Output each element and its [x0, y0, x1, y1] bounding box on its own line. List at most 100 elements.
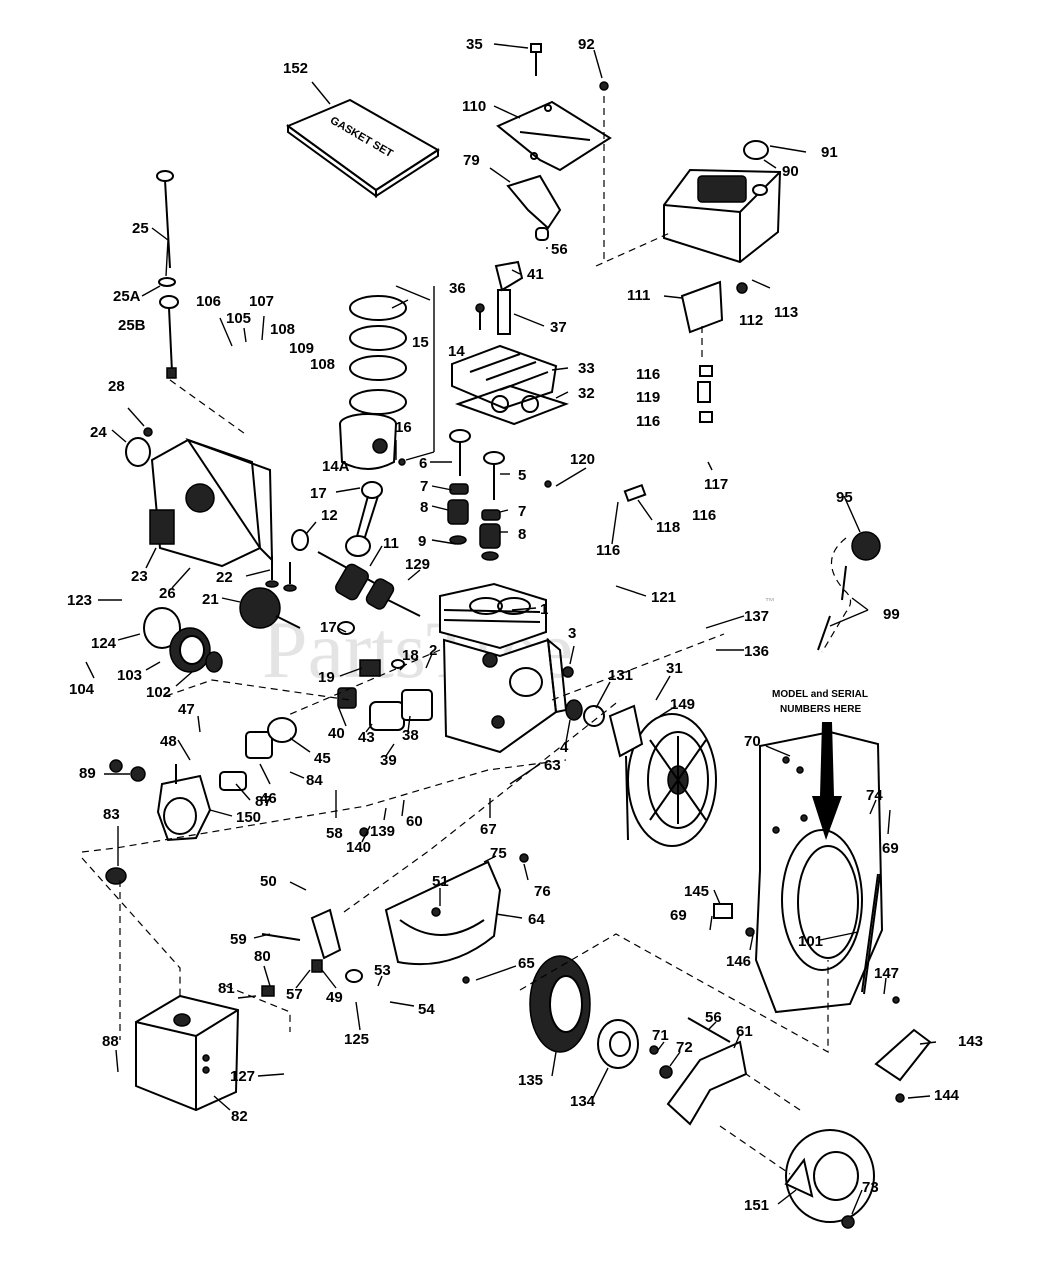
part-label: 95	[836, 489, 853, 506]
part-label: 82	[231, 1108, 248, 1125]
model-serial-note: MODEL and SERIAL NUMBERS HERE	[772, 689, 868, 840]
part-label: 25B	[118, 317, 146, 334]
carburetor-shape	[130, 764, 212, 842]
crankshaft-shape	[317, 551, 421, 617]
part-label: 32	[578, 385, 595, 402]
part-label: 84	[306, 772, 323, 789]
part-number-labels: 152 35 92 110 91 90 79 25 25A 56 41 106 …	[67, 36, 983, 1214]
part-label: 106	[196, 293, 221, 310]
model-serial-line-2: NUMBERS HERE	[780, 704, 861, 715]
part-label: 6	[419, 455, 427, 472]
part-label: 110	[462, 98, 486, 115]
part-label: 5	[518, 467, 526, 484]
part-label: 16	[395, 419, 412, 436]
head-gasket-shape	[454, 384, 570, 426]
part-label: 12	[321, 507, 338, 524]
part-label: 75	[490, 845, 507, 862]
part-label: 81	[218, 980, 235, 997]
part-label: 22	[216, 569, 233, 586]
part-label: 35	[466, 36, 483, 53]
part-label: 149	[670, 696, 695, 713]
cam-gear-shape	[239, 587, 301, 629]
part-label: 14	[448, 343, 465, 360]
spark-plug-shape	[494, 260, 524, 335]
part-label: 9	[418, 533, 426, 550]
part-label: 65	[518, 955, 535, 972]
part-label: 63	[544, 757, 561, 774]
part-label: 124	[91, 635, 117, 652]
starter-pulley-shape	[529, 955, 591, 1053]
part-label: 113	[774, 304, 798, 321]
part-label: 134	[570, 1093, 596, 1110]
part-label: 76	[534, 883, 551, 900]
part-label: 146	[726, 953, 751, 970]
governor-rods-shape	[861, 873, 881, 995]
part-label: 19	[318, 669, 335, 686]
part-label: 73	[862, 1179, 879, 1196]
part-label: 56	[551, 241, 568, 258]
part-label: 15	[412, 334, 429, 351]
bracket-79-shape	[506, 174, 562, 230]
watermark-trademark: ™	[765, 597, 775, 608]
part-label: 116	[636, 366, 660, 383]
part-label: 64	[528, 911, 545, 928]
part-label: 70	[744, 733, 761, 750]
piston-rings-shape	[349, 295, 407, 415]
part-label: 92	[578, 36, 595, 53]
part-label: 145	[684, 883, 709, 900]
part-label: 101	[798, 933, 823, 950]
part-label: 131	[608, 667, 633, 684]
part-label: 99	[883, 606, 900, 623]
part-label: 28	[108, 378, 125, 395]
part-label: 46	[260, 790, 277, 807]
part-label: 140	[346, 839, 371, 856]
part-label: 38	[402, 727, 419, 744]
dipstick-tube-shape	[156, 170, 179, 379]
part-label: 49	[326, 989, 343, 1006]
part-label: 53	[374, 962, 391, 979]
bolts-22-shape	[265, 556, 297, 592]
part-label: 103	[117, 667, 142, 684]
part-label: 71	[652, 1027, 669, 1044]
part-label: 2	[429, 642, 437, 659]
connecting-rod-shape	[345, 481, 383, 557]
part-label: 87	[255, 793, 272, 810]
part-label: 108	[270, 321, 295, 338]
model-serial-line-1: MODEL and SERIAL	[772, 689, 868, 700]
base-cover-shape	[384, 860, 502, 966]
piston-shape	[339, 413, 397, 470]
part-label: 8	[420, 499, 428, 516]
part-label: 105	[226, 310, 251, 327]
part-label: 74	[866, 787, 883, 804]
part-label: 104	[69, 681, 95, 698]
recoil-starter-shape	[784, 1129, 875, 1229]
part-label: 144	[934, 1087, 960, 1104]
small-fasteners	[105, 227, 900, 1079]
part-label: 116	[692, 507, 716, 524]
flywheel-shape	[608, 704, 717, 847]
throttle-control-shape	[261, 908, 342, 997]
part-label: 56	[705, 1009, 722, 1026]
part-label: 127	[230, 1068, 255, 1085]
part-label: 26	[159, 585, 176, 602]
control-cover-shape	[135, 994, 240, 1112]
part-label: 39	[380, 752, 397, 769]
valve-springs-shape	[447, 483, 501, 561]
part-label: 51	[432, 873, 449, 890]
part-label: 50	[260, 873, 277, 890]
part-label: 102	[146, 684, 171, 701]
part-label: 72	[676, 1039, 693, 1056]
blower-housing-shape	[754, 730, 884, 1014]
bolt-35-shape	[530, 43, 542, 76]
part-label: 25A	[113, 288, 141, 305]
part-label: 116	[636, 413, 660, 430]
valve-exhaust-shape	[449, 429, 471, 476]
part-label: 3	[568, 625, 576, 642]
part-label: 107	[249, 293, 274, 310]
part-label: 143	[958, 1033, 983, 1050]
part-label: 108	[310, 356, 335, 373]
part-label: 4	[560, 739, 569, 756]
part-label: 139	[370, 823, 395, 840]
part-label: 11	[383, 535, 399, 552]
ignition-parts-shape	[337, 659, 433, 731]
